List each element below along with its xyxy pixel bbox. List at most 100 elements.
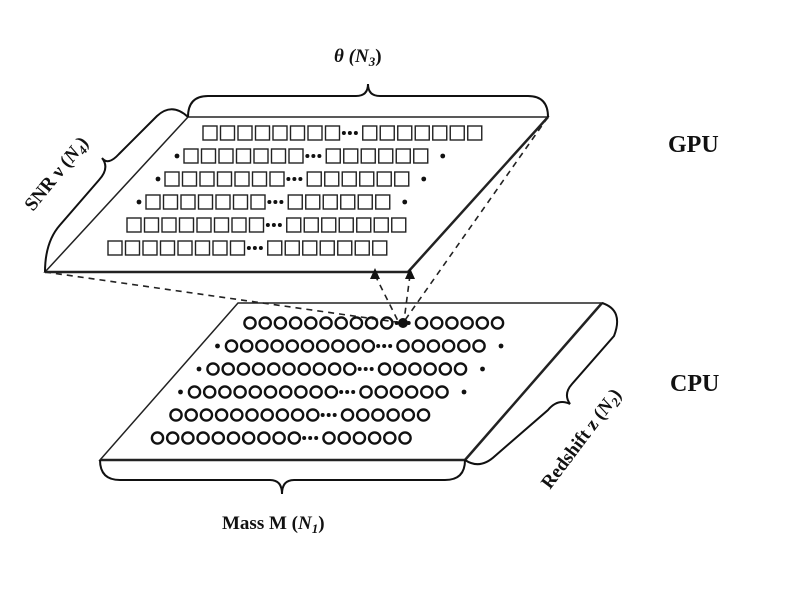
- gpu-grid-cell: [373, 217, 389, 233]
- cpu-grid-cell: [221, 362, 235, 376]
- cpu-grid-cell: [233, 385, 247, 399]
- cpu-grid-cell: [255, 339, 269, 353]
- grid-dot: [196, 366, 202, 372]
- gpu-grid-cell: [142, 240, 158, 256]
- cpu-grid-cell: [386, 408, 400, 422]
- theta-label: θ (N3): [334, 46, 382, 69]
- grid-dot: [136, 199, 142, 205]
- arrowhead-up: [405, 268, 415, 279]
- cpu-grid-cell: [315, 339, 330, 353]
- gpu-grid-cell: [164, 171, 180, 187]
- cpu-grid-cell: [300, 339, 315, 353]
- gpu-grid-cell: [181, 171, 198, 187]
- snr-label: SNR ν (N4): [21, 133, 95, 217]
- cpu-grid-cell: [322, 431, 336, 445]
- gpu-grid-cell: [337, 240, 353, 256]
- gpu-grid-cell: [272, 125, 288, 141]
- cpu-grid-cell: [490, 316, 505, 330]
- cpu-grid-cell: [401, 408, 416, 422]
- cpu-grid-cell: [371, 408, 385, 422]
- gpu-grid-cell: [250, 194, 266, 210]
- gpu-grid-cell: [216, 171, 233, 187]
- grid-dot: [332, 413, 337, 417]
- cpu-grid-cell: [377, 362, 392, 376]
- cpu-grid-cell: [416, 408, 431, 422]
- cpu-grid-cell: [287, 431, 302, 445]
- cpu-grid-cell: [392, 362, 407, 376]
- cpu-grid-cell: [263, 385, 278, 399]
- cpu-grid-cell: [349, 316, 364, 330]
- gpu-grid-cell: [356, 217, 372, 233]
- grid-dot: [265, 223, 270, 227]
- gpu-grid-cell: [284, 240, 300, 256]
- cpu-grid-cell: [196, 431, 210, 445]
- cpu-grid-cell: [361, 339, 376, 353]
- cpu-grid: [150, 316, 505, 445]
- gpu-grid-cell: [161, 217, 177, 233]
- grid-dot: [273, 200, 278, 204]
- cpu-grid-cell: [374, 385, 389, 399]
- cpu-grid-cell: [245, 408, 259, 422]
- cpu-grid-cell: [423, 362, 437, 376]
- gpu-grid-cell: [159, 240, 176, 256]
- cpu-grid-cell: [272, 431, 286, 445]
- cpu-grid-cell: [214, 408, 229, 422]
- mass-label: Mass M (N1): [222, 513, 325, 536]
- cpu-grid-cell: [303, 316, 318, 330]
- cpu-grid-cell: [273, 316, 288, 330]
- gpu-grid-cell: [143, 217, 160, 233]
- gpu-grid-cell: [126, 217, 142, 233]
- gpu-grid-cell: [321, 217, 337, 233]
- gpu-grid-cell: [267, 240, 283, 256]
- cpu-grid-cell: [331, 339, 345, 353]
- cpu-grid-cell: [278, 385, 293, 399]
- cpu-grid-cell: [420, 385, 434, 399]
- cpu-grid-cell: [294, 385, 308, 399]
- gpu-grid-cell: [302, 240, 318, 256]
- grid-dot: [308, 436, 313, 440]
- gpu-grid-cell: [395, 148, 411, 164]
- gpu-grid-cell: [218, 148, 234, 164]
- gpu-grid-cell: [324, 125, 341, 141]
- gpu-grid-cell: [229, 240, 246, 256]
- grid-dot: [382, 344, 387, 348]
- cpu-grid-cell: [297, 362, 312, 376]
- cpu-grid-cell: [258, 316, 273, 330]
- gpu-grid-cell: [413, 148, 429, 164]
- cpu-grid-cell: [282, 362, 296, 376]
- mass-brace: [99, 459, 466, 495]
- cpu-grid-cell: [199, 408, 214, 422]
- gpu-grid-cell: [359, 171, 375, 187]
- grid-dot: [351, 390, 356, 394]
- grid-dot: [320, 413, 325, 417]
- cpu-grid-cell: [305, 408, 320, 422]
- snr-brace: [44, 108, 189, 273]
- gpu-grid-cell: [362, 125, 378, 141]
- gpu-grid-cell: [354, 240, 370, 256]
- cpu-grid-cell: [248, 385, 263, 399]
- gpu-grid-cell: [414, 125, 430, 141]
- cpu-grid-cell: [165, 431, 180, 445]
- gpu-grid-cell: [467, 125, 483, 141]
- gpu-grid-cell: [376, 171, 392, 187]
- gpu-grid-cell: [215, 194, 231, 210]
- redshift-label: Redshift z (N2): [537, 385, 627, 494]
- gpu-grid-cell: [289, 125, 306, 141]
- grid-dot: [341, 131, 346, 135]
- gpu-grid-cell: [286, 217, 302, 233]
- gpu-grid-cell: [303, 217, 319, 233]
- gpu-grid-cell: [269, 171, 285, 187]
- redshift-brace: [464, 302, 618, 466]
- gpu-grid-cell: [319, 240, 335, 256]
- gpu-grid-cell: [432, 125, 448, 141]
- grid-dot: [353, 131, 358, 135]
- cpu-grid-cell: [414, 316, 429, 330]
- cpu-grid-cell: [202, 385, 217, 399]
- cpu-grid-cell: [206, 362, 220, 376]
- cpu-grid-cell: [169, 408, 183, 422]
- cpu-grid-cell: [364, 316, 379, 330]
- grid-dot: [215, 343, 220, 349]
- gpu-grid-cell: [194, 240, 211, 256]
- cpu-grid-cell: [184, 408, 198, 422]
